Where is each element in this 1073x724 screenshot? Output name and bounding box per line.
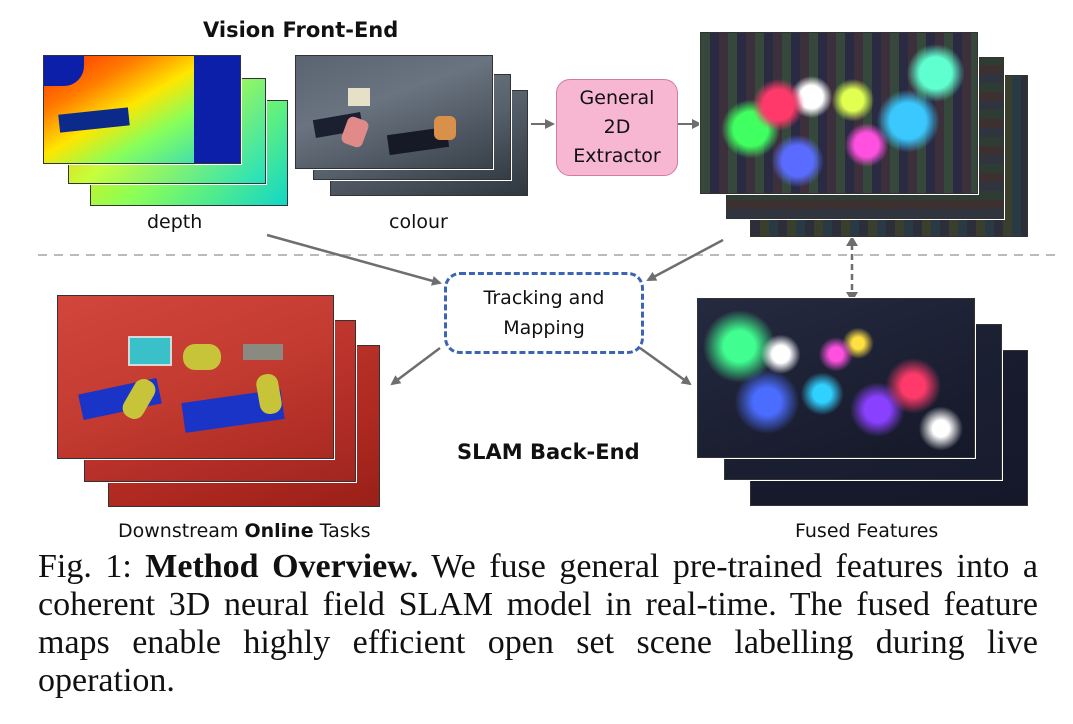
caption-prefix: Fig. 1: [38,548,146,585]
label-colour: colour [389,211,448,233]
downstream-post: Tasks [313,520,371,542]
tracking-line-2: Mapping [503,317,585,339]
arrow-depth-to-tracking [266,233,442,286]
heading-vision-front-end: Vision Front-End [203,18,399,42]
label-fused-features: Fused Features [795,520,939,542]
heading-slam-back-end: SLAM Back-End [457,440,640,464]
caption-bold: Method Overview. [145,548,419,585]
tracking-line-1: Tracking and [483,287,605,309]
caption-text: We fuse general pre-trained features int… [38,548,1038,699]
extractor-line-2: 2D [603,116,631,138]
figure-caption: Fig. 1: Method Overview. We fuse general… [38,548,1038,700]
label-depth: depth [147,211,203,233]
downstream-pre: Downstream [118,520,245,542]
general-2d-extractor-box: General 2D Extractor [556,79,678,176]
arrow-tracking-to-downstream [390,347,441,386]
arrow-tracking-to-fused [639,346,692,386]
label-downstream-online-tasks: Downstream Online Tasks [118,520,371,542]
downstream-bold: Online [244,520,314,542]
extractor-line-1: General [579,87,655,109]
extractor-line-3: Extractor [573,145,661,167]
tracking-and-mapping-box: Tracking and Mapping [444,272,644,354]
arrow-features-to-tracking [646,238,724,282]
